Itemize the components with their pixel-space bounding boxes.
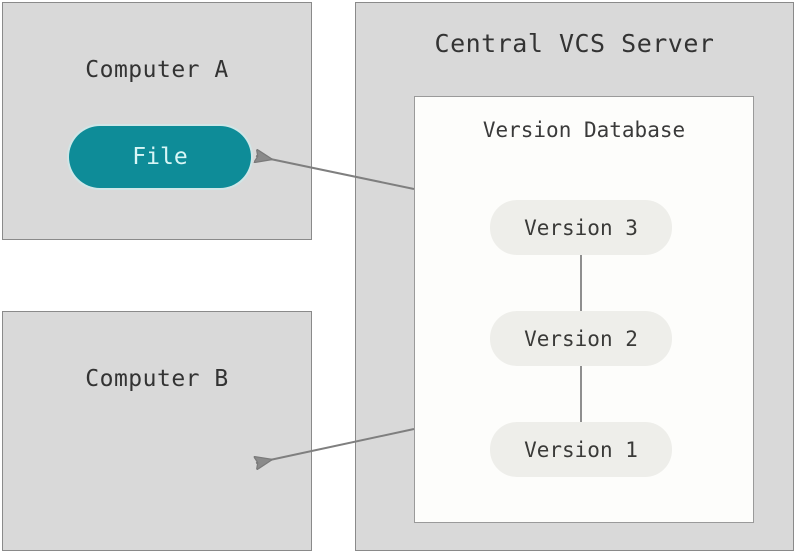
computer-a-file-node[interactable]: File <box>69 126 251 188</box>
computer-b-panel: Computer B File <box>2 311 312 551</box>
computer-a-panel: Computer A File <box>2 2 312 240</box>
version-node-2[interactable]: Version 2 <box>490 311 672 366</box>
central-vcs-server-panel: Central VCS Server Version Database Vers… <box>355 2 794 551</box>
computer-a-title: Computer A <box>85 57 229 83</box>
computer-b-title: Computer B <box>85 366 229 392</box>
version-node-1[interactable]: Version 1 <box>490 422 672 477</box>
connector-version3-version2 <box>580 255 582 311</box>
central-vcs-server-title: Central VCS Server <box>434 29 715 58</box>
version-database-panel: Version Database Version 3 Version 2 Ver… <box>414 96 754 523</box>
version-node-3[interactable]: Version 3 <box>490 200 672 255</box>
version-database-title: Version Database <box>482 118 686 142</box>
connector-version2-version1 <box>580 366 582 422</box>
